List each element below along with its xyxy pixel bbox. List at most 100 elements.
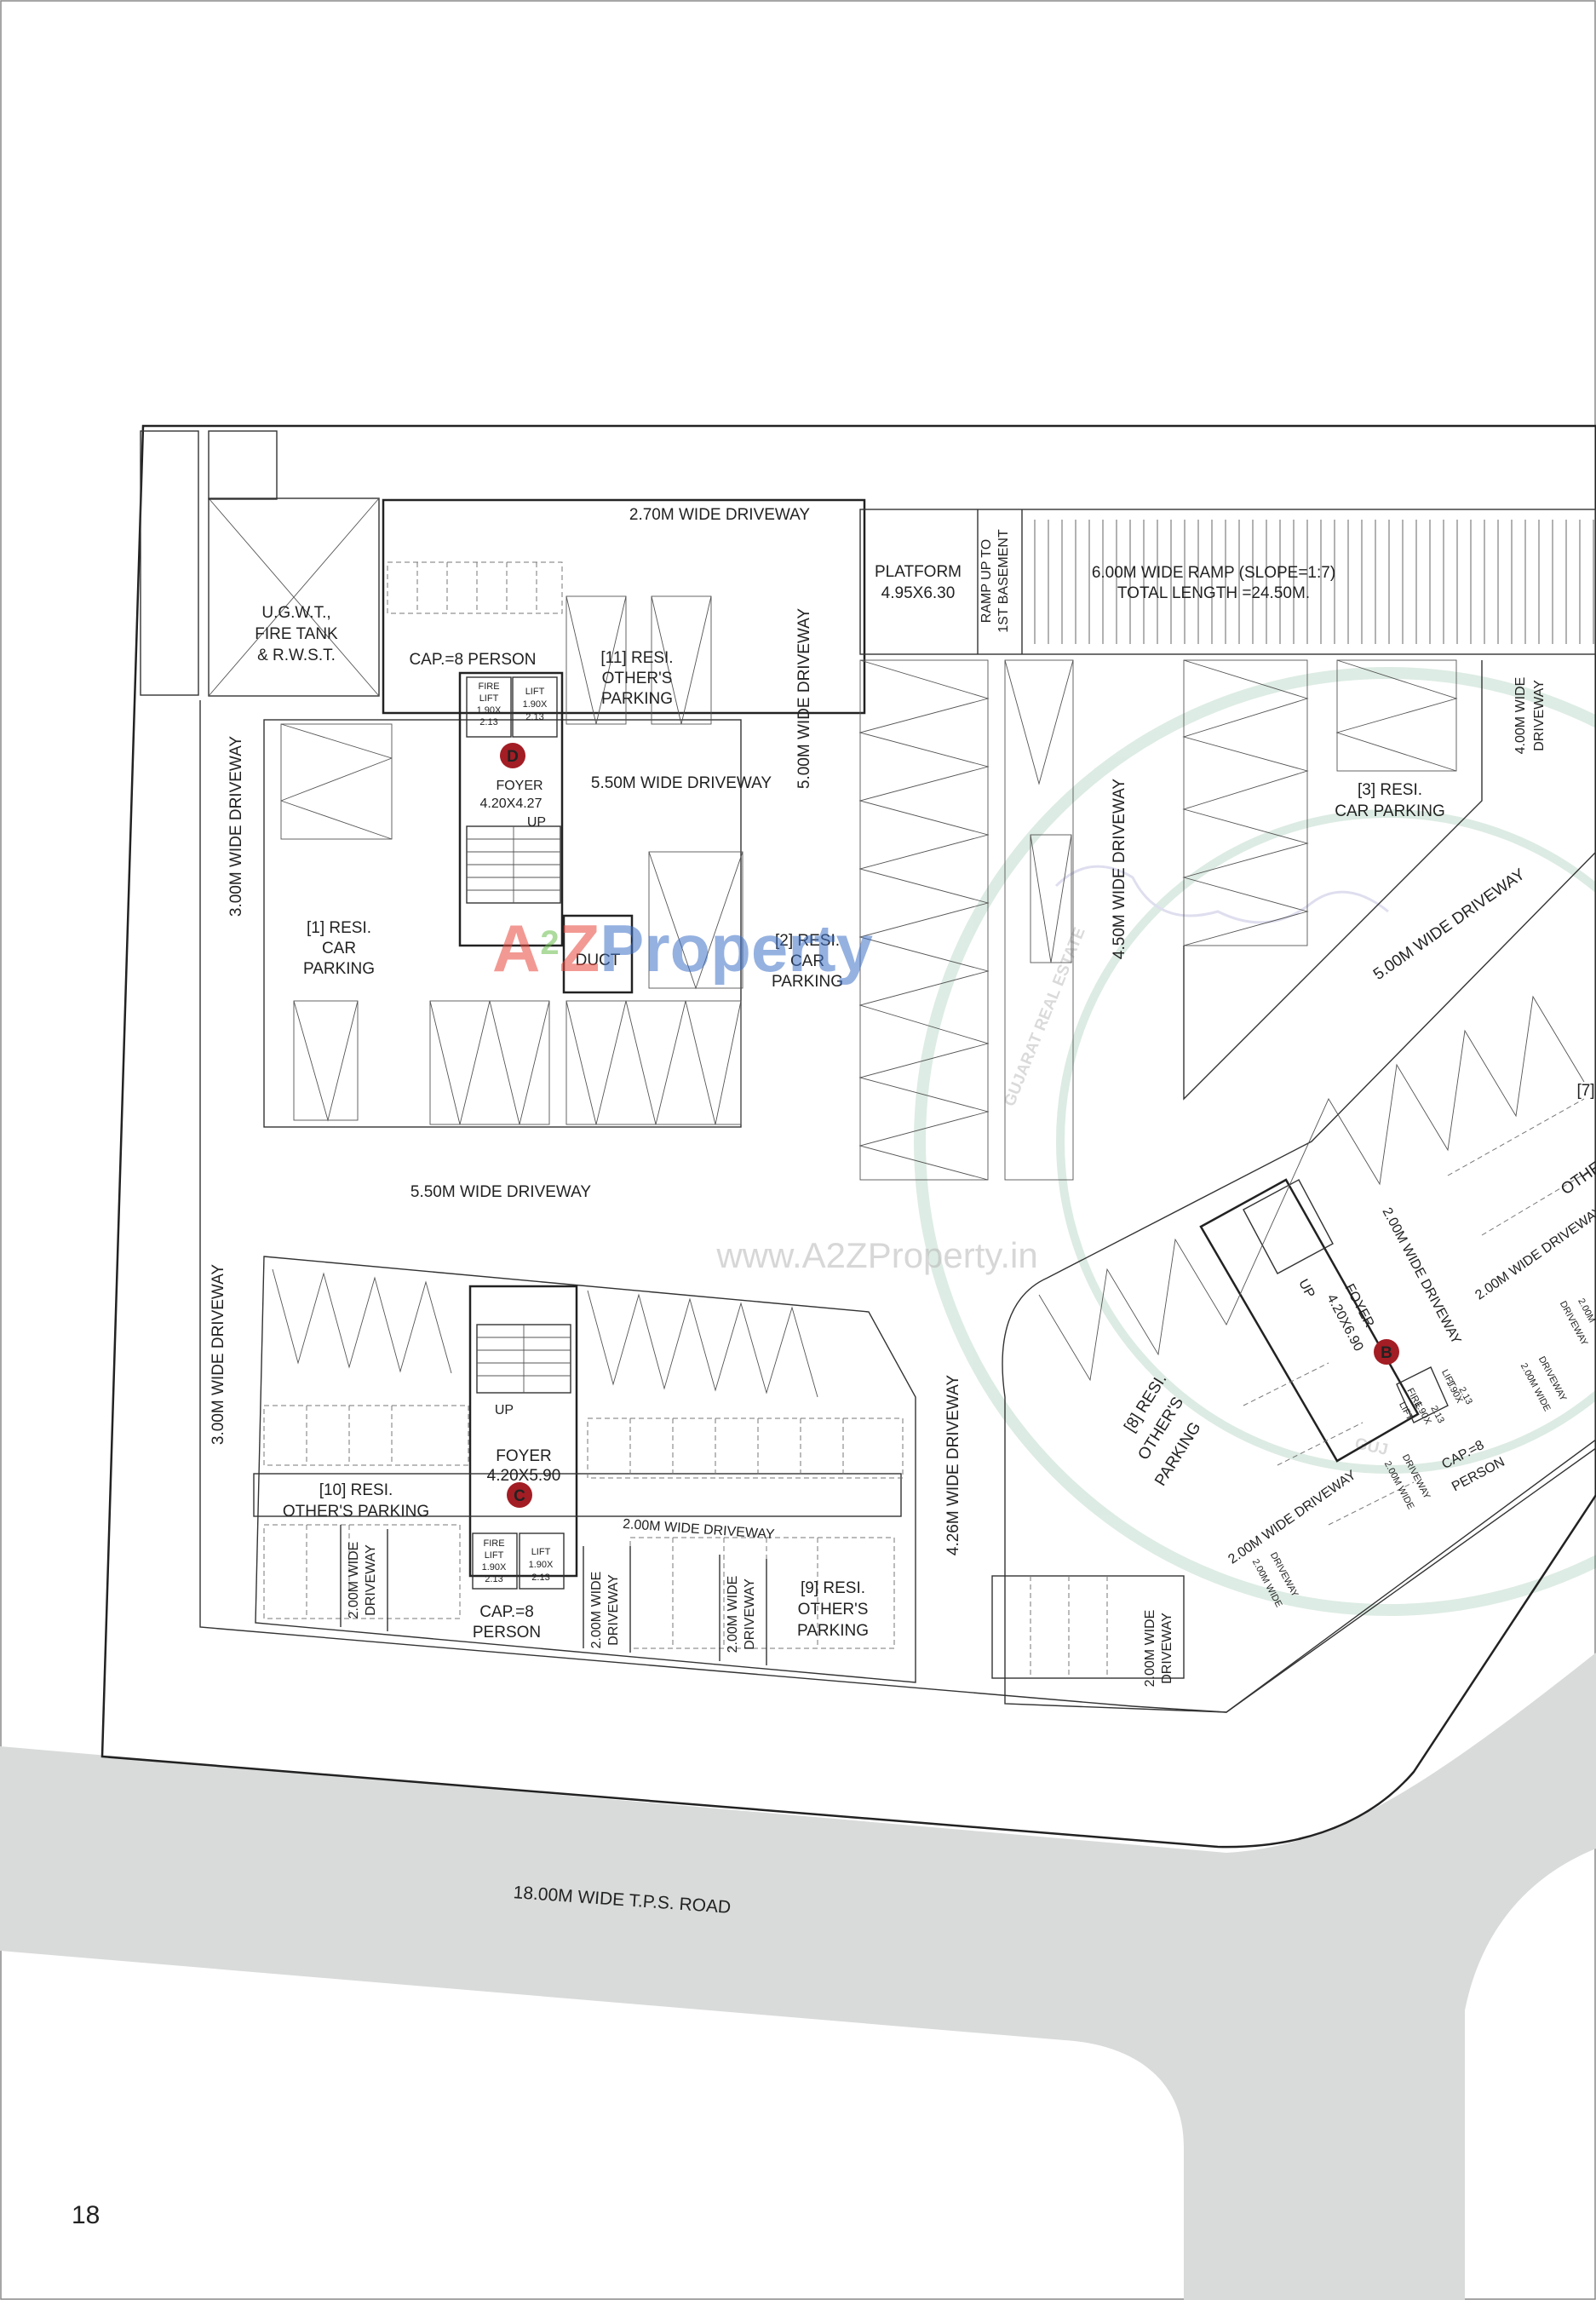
svg-text:UP: UP (495, 1403, 514, 1417)
svg-text:CAR PARKING: CAR PARKING (1335, 802, 1445, 820)
svg-text:[7]: [7] (1576, 1082, 1594, 1100)
block-marker-c: C (507, 1482, 532, 1508)
svg-text:DRIVEWAY: DRIVEWAY (364, 1544, 378, 1616)
svg-text:[2] RESI.: [2] RESI. (775, 932, 840, 950)
svg-text:2.13: 2.13 (525, 712, 543, 722)
svg-text:B: B (1381, 1344, 1392, 1362)
svg-text:FOYER: FOYER (496, 779, 543, 793)
svg-text:6.00M WIDE RAMP (SLOPE=1:7): 6.00M WIDE RAMP (SLOPE=1:7) (1092, 564, 1335, 582)
svg-text:PARKING: PARKING (303, 960, 375, 978)
plan-labels: 2.70M WIDE DRIVEWAY 5.00M WIDE DRIVEWAY … (210, 506, 1596, 1687)
label-driveway-550-top: 5.50M WIDE DRIVEWAY (591, 774, 772, 792)
svg-text:2.00M WIDE: 2.00M WIDE (726, 1576, 740, 1653)
label-driveway-200-b2: 2.00M WIDE DRIVEWAY (1380, 1205, 1464, 1347)
ramp-6m (859, 509, 1596, 655)
svg-text:2.00M WIDE: 2.00M WIDE (1143, 1610, 1157, 1688)
svg-text:2.00M WIDE: 2.00M WIDE (347, 1542, 361, 1619)
svg-text:4.20X4.27: 4.20X4.27 (480, 796, 543, 811)
svg-text:DRIVEWAY: DRIVEWAY (1160, 1613, 1174, 1684)
svg-text:1.90X: 1.90X (482, 1562, 507, 1573)
svg-text:LIFT: LIFT (531, 1547, 551, 1557)
svg-text:[10] RESI.: [10] RESI. (319, 1481, 393, 1499)
svg-text:RAMP UP TO: RAMP UP TO (979, 539, 994, 623)
label-driveway-200-b1: 2.00M WIDE DRIVEWAY (1226, 1468, 1358, 1567)
svg-text:OTHER'S: OTHER'S (798, 1601, 869, 1619)
svg-text:4.20X5.90: 4.20X5.90 (487, 1467, 561, 1485)
svg-text:1.90X: 1.90X (529, 1560, 554, 1570)
parking-stalls-centre (858, 659, 1483, 1181)
svg-text:2.13: 2.13 (479, 717, 497, 727)
svg-text:A2ZProperty: A2ZProperty (492, 911, 873, 986)
tps-road (0, 1653, 1596, 2300)
label-driveway-426: 4.26M WIDE DRIVEWAY (944, 1375, 962, 1556)
svg-text:LIFT: LIFT (485, 1550, 504, 1561)
svg-text:[9] RESI.: [9] RESI. (801, 1579, 865, 1597)
label-driveway-200-c: 2.00M WIDE DRIVEWAY (623, 1517, 776, 1542)
svg-text:CAR: CAR (790, 952, 824, 970)
label-driveway-400-2: DRIVEWAY (1532, 680, 1547, 751)
svg-text:[1] RESI.: [1] RESI. (307, 919, 371, 937)
label-driveway-200-d: 2.00M WIDE DRIVEWAY (1473, 1204, 1596, 1303)
svg-text:PARKING: PARKING (601, 690, 673, 708)
svg-text:2.00M WIDE: 2.00M WIDE (589, 1572, 604, 1649)
block-marker-b: B (1374, 1339, 1399, 1365)
svg-text:& R.W.S.T.: & R.W.S.T. (257, 647, 336, 664)
page-number: 18 (72, 2201, 100, 2229)
svg-text:OTHER'S: OTHER'S (602, 670, 673, 687)
basement-inner-wall (199, 700, 1596, 1713)
svg-text:2.13: 2.13 (485, 1574, 502, 1584)
stamp-arc-text: GUJARAT REAL ESTATE (1001, 925, 1089, 1109)
label-driveway-500: 5.00M WIDE DRIVEWAY (795, 608, 813, 790)
block-marker-d: D (500, 743, 525, 768)
svg-text:U.G.W.T.,: U.G.W.T., (261, 604, 330, 622)
svg-text:LIFT: LIFT (525, 687, 545, 697)
svg-text:PARKING: PARKING (797, 1622, 869, 1640)
label-driveway-300-b: 3.00M WIDE DRIVEWAY (210, 1264, 227, 1446)
label-driveway-550-mid: 5.50M WIDE DRIVEWAY (410, 1183, 592, 1201)
label-driveway-270: 2.70M WIDE DRIVEWAY (629, 506, 811, 524)
parking-stalls-d (280, 561, 743, 1125)
svg-text:CAP.=8: CAP.=8 (479, 1603, 534, 1621)
svg-text:LIFT: LIFT (479, 693, 499, 704)
svg-text:DRIVEWAY: DRIVEWAY (606, 1574, 621, 1646)
svg-text:FOYER: FOYER (496, 1447, 551, 1465)
svg-text:TOTAL LENGTH =24.50M.: TOTAL LENGTH =24.50M. (1117, 584, 1310, 602)
svg-text:1ST BASEMENT: 1ST BASEMENT (996, 529, 1011, 633)
svg-text:UP: UP (1295, 1277, 1317, 1301)
plot-boundary (100, 424, 1596, 1849)
svg-text:[3] RESI.: [3] RESI. (1358, 781, 1422, 799)
block-b-wing (991, 851, 1596, 1713)
svg-text:[11] RESI.: [11] RESI. (600, 649, 673, 667)
label-driveway-400-1: 4.00M WIDE (1513, 677, 1528, 755)
svg-text:D: D (507, 748, 519, 766)
svg-text:DRIVEWAY: DRIVEWAY (743, 1578, 757, 1650)
svg-text:FIRE: FIRE (483, 1538, 504, 1549)
brand-url: www.A2ZProperty.in (715, 1235, 1037, 1275)
svg-text:UP: UP (527, 815, 546, 830)
svg-text:PLATFORM: PLATFORM (875, 563, 962, 581)
label-driveway-300-a: 3.00M WIDE DRIVEWAY (227, 736, 245, 917)
svg-text:CAP.=8 PERSON: CAP.=8 PERSON (409, 651, 536, 669)
svg-text:PARKING: PARKING (772, 973, 843, 991)
svg-text:DUCT: DUCT (576, 952, 621, 969)
svg-text:4.95X6.30: 4.95X6.30 (881, 584, 956, 602)
svg-text:FIRE TANK: FIRE TANK (255, 625, 338, 643)
stamp-text: GUJ (1353, 1435, 1390, 1459)
ugwt-fire-tank (140, 430, 380, 697)
svg-text:FIRE: FIRE (478, 681, 499, 692)
svg-text:1.90X: 1.90X (477, 705, 502, 716)
label-driveway-450: 4.50M WIDE DRIVEWAY (1111, 779, 1128, 960)
svg-text:C: C (514, 1487, 525, 1505)
svg-text:CAR: CAR (322, 940, 356, 957)
block-c (253, 1256, 916, 1683)
svg-text:2.13: 2.13 (531, 1573, 549, 1583)
label-driveway-500-diag: 5.00M WIDE DRIVEWAY (1370, 865, 1529, 984)
block-d (263, 498, 866, 1128)
svg-text:1.90X: 1.90X (1413, 1400, 1433, 1427)
brand-watermark: A2ZProperty www.A2ZProperty.in (492, 911, 1038, 1275)
svg-text:PERSON: PERSON (473, 1624, 541, 1642)
svg-text:OTHER'S PARKING: OTHER'S PARKING (283, 1503, 429, 1521)
svg-text:2.00M: 2.00M (1576, 1297, 1596, 1325)
svg-text:OTHE: OTHE (1558, 1159, 1596, 1199)
